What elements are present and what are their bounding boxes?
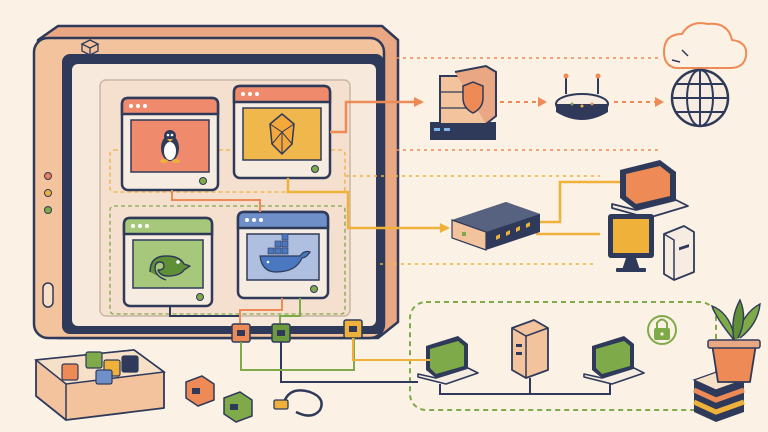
docker-whale-icon <box>259 233 311 273</box>
server-tower-icon <box>663 225 695 281</box>
potted-plant-icon <box>707 298 761 383</box>
linux-tux-icon <box>160 130 180 163</box>
vm-window-linux <box>120 96 220 192</box>
shield-firewall-icon <box>430 64 497 140</box>
arrow-head <box>440 223 450 233</box>
link-private-bus <box>439 384 611 395</box>
globe-spark <box>671 49 689 63</box>
ethernet-port-module-green <box>223 391 253 423</box>
ethernet-cable-icon <box>273 389 323 417</box>
desktop-monitor-icon <box>608 214 654 272</box>
ethernet-port-module-orange <box>185 375 215 407</box>
link-host-private-yellow <box>352 338 430 361</box>
network-zone-green <box>109 205 346 315</box>
server-tower-icon <box>511 319 549 379</box>
arrow-head <box>538 97 547 107</box>
cloud-icon <box>662 22 748 69</box>
power-button <box>42 282 54 308</box>
vm-window-opensuse <box>122 216 214 308</box>
opensuse-chameleon-icon <box>149 255 191 281</box>
laptop-icon <box>417 336 479 385</box>
gem-icon <box>269 113 295 155</box>
link-host-private-navy <box>280 342 418 383</box>
virtual-port-orange <box>231 323 251 343</box>
laptop-icon <box>611 160 689 219</box>
network-switch-icon <box>451 202 540 251</box>
link-vm-switch <box>286 178 446 230</box>
arrow-head <box>655 97 664 107</box>
globe-icon <box>670 68 730 128</box>
arrow-head <box>414 97 424 107</box>
router-icon <box>555 73 609 120</box>
vm-window-gem <box>232 84 332 180</box>
virtual-port-yellow <box>343 319 363 339</box>
link-vm-firewall <box>330 100 420 134</box>
link-vm4-port <box>239 298 283 324</box>
link-vm1-vm4 <box>171 190 261 212</box>
network-zone-yellow <box>109 149 346 193</box>
padlock-icon <box>647 315 677 345</box>
laptop-icon <box>583 336 645 385</box>
box-icon <box>80 39 100 56</box>
status-light-green <box>44 206 52 214</box>
parts-tray <box>34 349 166 421</box>
link-vm4-port-green <box>279 298 301 326</box>
status-light-red <box>44 172 52 180</box>
virtual-port-green <box>271 323 291 343</box>
link-switch-laptop <box>536 180 620 224</box>
vm-window-docker <box>236 210 330 300</box>
status-light-yellow <box>44 189 52 197</box>
